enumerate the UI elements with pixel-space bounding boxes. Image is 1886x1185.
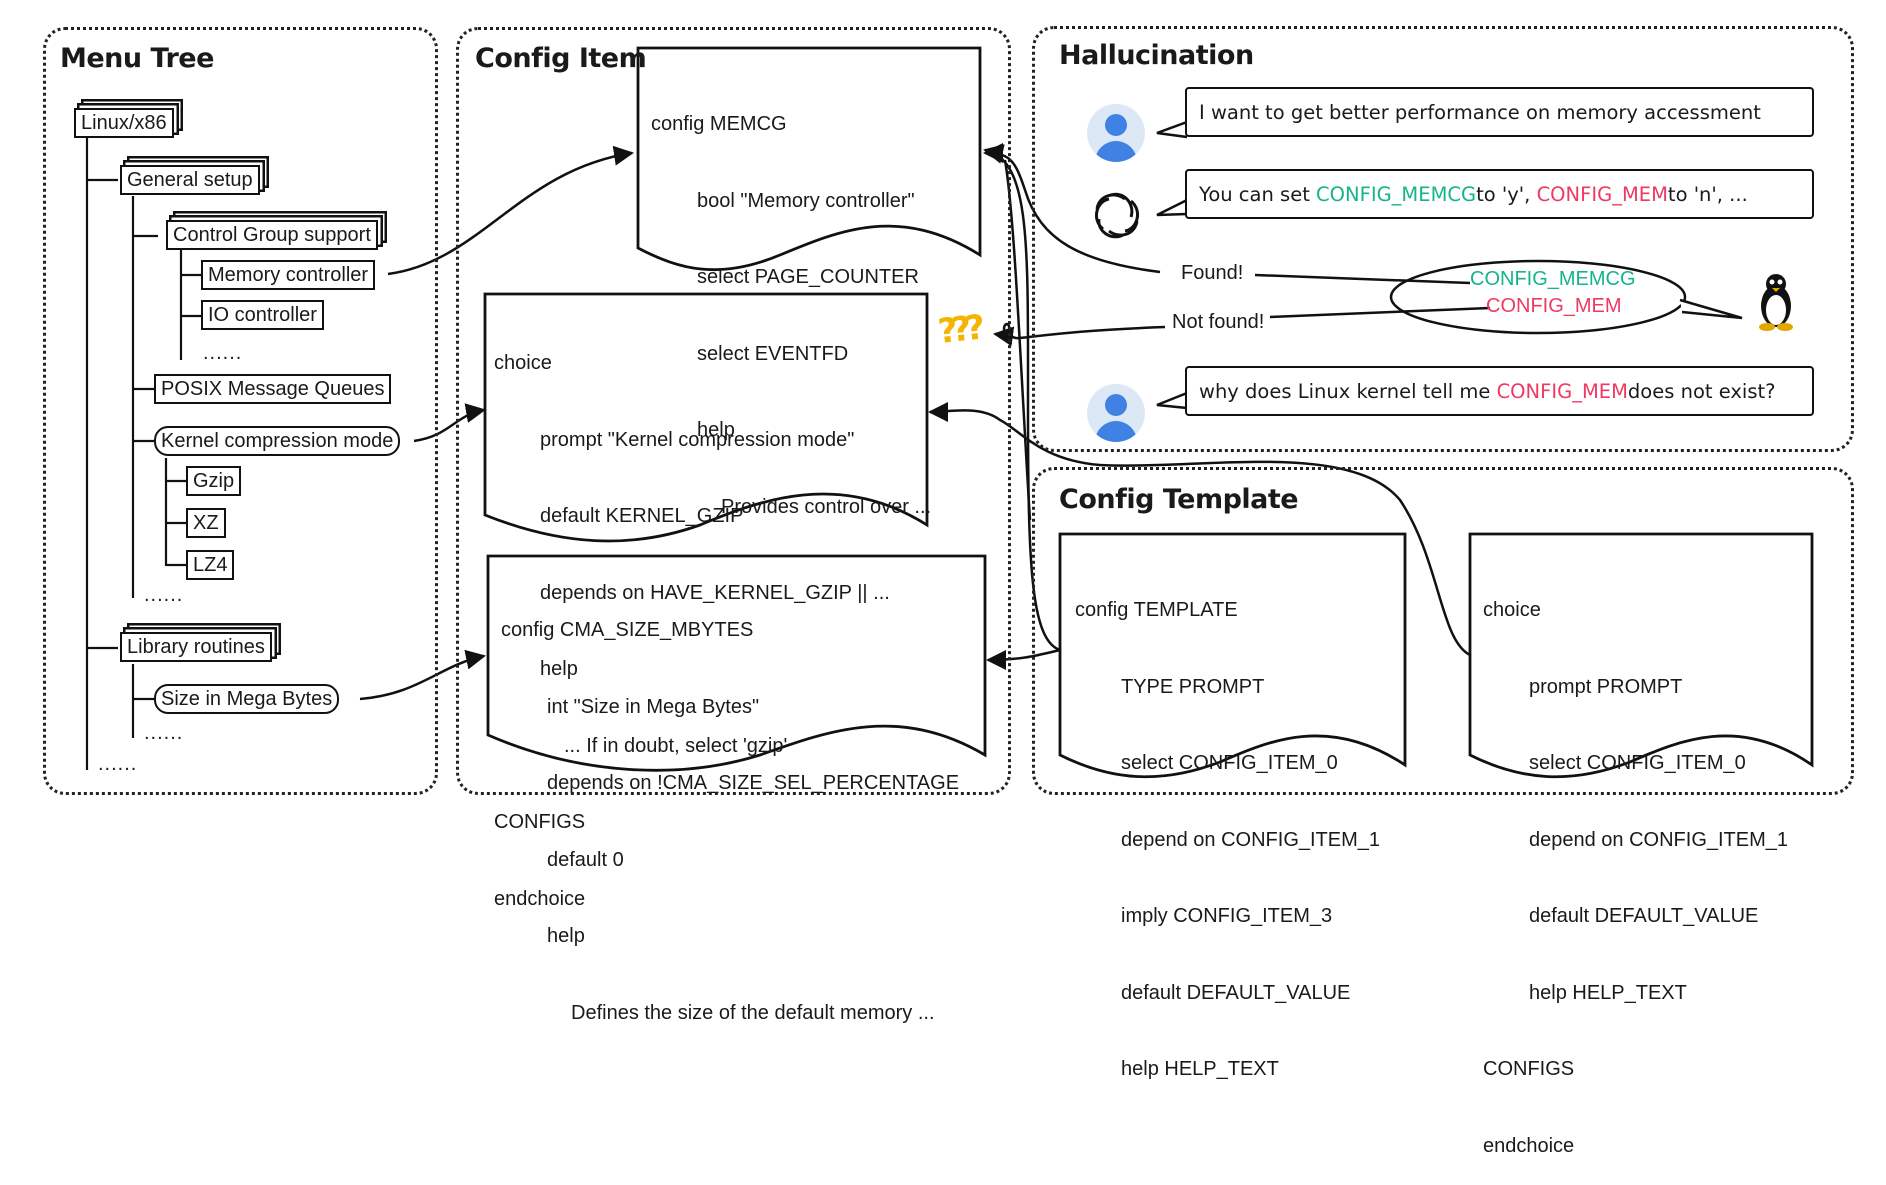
- code-line: choice: [1483, 599, 1541, 621]
- code-line: int "Size in Mega Bytes": [547, 695, 760, 718]
- code-line: depends on HAVE_KERNEL_GZIP || ...: [540, 581, 890, 604]
- doc-shape-choice: [483, 292, 929, 543]
- code-memcg: config MEMCG bool "Memory controller" se…: [651, 61, 931, 546]
- code-line: prompt PROMPT: [1529, 675, 1683, 698]
- tree-node-general-setup: General setup: [120, 165, 260, 195]
- menu-tree-title: Menu Tree: [60, 43, 214, 74]
- code-cma: config CMA_SIZE_MBYTES int "Size in Mega…: [501, 567, 959, 1052]
- question-marks-icon: ???: [936, 307, 982, 353]
- doc-shape-template-choice: [1468, 532, 1814, 779]
- tux-penguin-icon: [1759, 274, 1793, 331]
- arrow-found-to-memcg: [983, 143, 1161, 274]
- config-template-panel: [1032, 467, 1854, 795]
- found-label: Found!: [1178, 262, 1247, 285]
- code-line: help HELP_TEXT: [1529, 981, 1687, 1004]
- code-line: help: [540, 658, 578, 680]
- code-line: select EVENTFD: [697, 342, 849, 365]
- gpt-message: You can set CONFIG_MEMCG to 'y', CONFIG_…: [1185, 169, 1814, 219]
- code-line: config TEMPLATE: [1075, 599, 1238, 621]
- user-avatar-icon: [1087, 384, 1145, 442]
- code-line: TYPE PROMPT: [1121, 675, 1265, 698]
- config-item-panel: [456, 27, 1011, 795]
- user-message-2-text: does not exist?: [1627, 379, 1776, 403]
- gpt-config-mem: CONFIG_MEM: [1536, 182, 1668, 206]
- code-line: CONFIGS: [494, 811, 586, 833]
- arrow-notfound-to-question: [993, 322, 1166, 347]
- gpt-text: to 'y',: [1476, 182, 1531, 206]
- user-message-2-config: CONFIG_MEM: [1496, 379, 1628, 403]
- gpt-text: to 'n', ...: [1667, 182, 1748, 206]
- code-line: depend on CONFIG_ITEM_1: [1529, 828, 1789, 851]
- code-line: help HELP_TEXT: [1121, 1058, 1279, 1080]
- arrow-template-to-memcg: [983, 144, 1061, 652]
- hallucination-panel: [1032, 26, 1854, 452]
- config-template-title: Config Template: [1059, 484, 1299, 515]
- code-line: CONFIGS: [1483, 1058, 1575, 1080]
- user-message-2-text: why does Linux kernel tell me: [1199, 379, 1491, 403]
- code-line: help: [697, 419, 735, 441]
- arrow-size-to-cma: [359, 649, 486, 701]
- gpt-text: You can set: [1199, 182, 1310, 206]
- not-found-label: Not found!: [1169, 311, 1268, 334]
- tree-node-library: Library routines: [120, 632, 272, 662]
- template-choice-code: choice prompt PROMPT select CONFIG_ITEM_…: [1483, 547, 1788, 1185]
- config-item-title: Config Item: [475, 43, 647, 74]
- tree-ellipsis-4: ......: [98, 753, 138, 775]
- doc-shape-template-config: [1058, 532, 1407, 779]
- ellipse-config-mem: CONFIG_MEM: [1486, 295, 1622, 317]
- code-line: default 0: [547, 848, 624, 871]
- code-line: choice: [494, 352, 552, 374]
- code-line: Provides control over ...: [721, 495, 932, 518]
- hallucination-title: Hallucination: [1059, 40, 1254, 71]
- chatgpt-logo-icon: [1094, 192, 1140, 239]
- code-line: default DEFAULT_VALUE: [1121, 981, 1351, 1004]
- code-line: ... If in doubt, select 'gzip': [564, 734, 788, 757]
- tree-node-xz: XZ: [186, 508, 226, 538]
- code-line: default KERNEL_GZIP: [540, 505, 744, 527]
- tree-ellipsis-1: ......: [203, 342, 243, 364]
- arrow-kernelcomp-to-choice: [413, 403, 486, 443]
- code-line: imply CONFIG_ITEM_3: [1121, 905, 1333, 927]
- tree-node-io-controller: IO controller: [201, 300, 324, 330]
- ellipse-config-memcg: CONFIG_MEMCG: [1470, 268, 1636, 290]
- code-line: depend on CONFIG_ITEM_1: [1121, 828, 1381, 851]
- code-line: endchoice: [1483, 1134, 1575, 1157]
- arrow-choicetemplate-to-choice: [928, 401, 1471, 657]
- code-line: Defines the size of the default memory .…: [571, 1001, 935, 1024]
- user-message-1: I want to get better performance on memo…: [1185, 87, 1814, 137]
- tree-node-root: Linux/x86: [74, 108, 174, 138]
- tree-node-kernel-compression: Kernel compression mode: [154, 426, 401, 456]
- diagram-connectors: [85, 46, 1814, 779]
- user-message-2: why does Linux kernel tell me CONFIG_MEM…: [1185, 366, 1814, 416]
- menu-tree-panel: [43, 27, 438, 795]
- tree-node-size-mb: Size in Mega Bytes: [154, 684, 340, 714]
- user-message-1-text: I want to get better performance on memo…: [1199, 100, 1761, 124]
- gpt-config-memcg: CONFIG_MEMCG: [1316, 182, 1477, 206]
- code-line: depends on !CMA_SIZE_SEL_PERCENTAGE: [547, 772, 960, 794]
- doc-shape-cma: [486, 554, 987, 772]
- code-line: select PAGE_COUNTER: [697, 266, 919, 288]
- tree-ellipsis-3: ......: [144, 722, 184, 744]
- code-line: config MEMCG: [651, 113, 787, 135]
- code-line: prompt "Kernel compression mode": [540, 428, 855, 451]
- code-line: select CONFIG_ITEM_0: [1121, 752, 1338, 774]
- tree-node-gzip: Gzip: [186, 466, 242, 496]
- doc-shape-memcg: [636, 46, 982, 272]
- user-avatar-icon: [1087, 104, 1145, 162]
- lookup-ellipse: [1389, 259, 1687, 335]
- code-line: default DEFAULT_VALUE: [1529, 905, 1759, 927]
- tree-ellipsis-2: ......: [144, 584, 184, 606]
- code-line: select CONFIG_ITEM_0: [1529, 752, 1746, 774]
- arrow-template-to-cma: [986, 648, 1061, 670]
- code-line: bool "Memory controller": [697, 189, 915, 212]
- tree-node-control-group: Control Group support: [166, 220, 378, 250]
- code-line: config CMA_SIZE_MBYTES: [501, 619, 754, 641]
- arrow-memory-to-memcg: [387, 145, 634, 276]
- code-line: help: [547, 925, 585, 947]
- tree-node-memory-controller: Memory controller: [201, 260, 376, 290]
- tree-node-lz4: LZ4: [186, 550, 235, 580]
- tree-node-posix: POSIX Message Queues: [154, 374, 392, 404]
- template-config-code: config TEMPLATE TYPE PROMPT select CONFI…: [1075, 547, 1380, 1108]
